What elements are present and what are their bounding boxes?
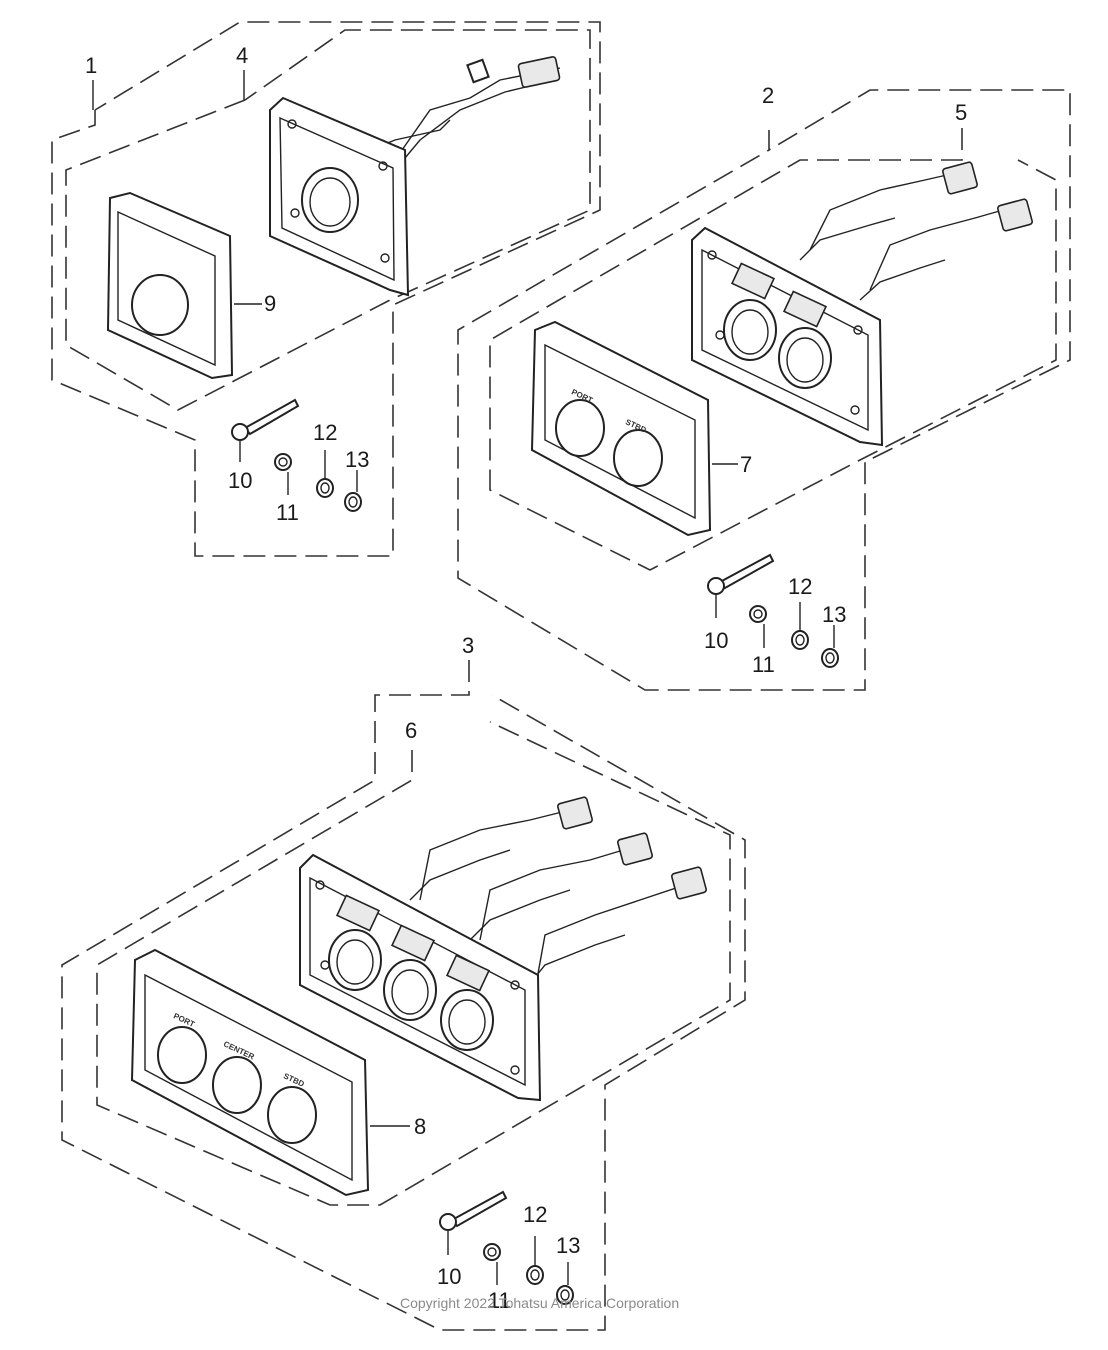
callout-2: 2 [762,83,774,108]
bezel-9-single [106,191,234,380]
fasteners-group-3 [439,1190,574,1305]
assembly-2-outline [457,89,1071,691]
callout-1: 1 [85,53,97,78]
washer-13-icon [556,1285,574,1305]
callout-12-g3: 12 [523,1202,547,1227]
connector-icon [997,198,1033,232]
fasteners-group-2 [707,553,839,668]
assembly-3-outline [61,660,746,1331]
callout-13-g2: 13 [822,602,846,627]
assembly-2-dual: PORT STBD 2 5 7 10 11 12 13 [457,83,1071,691]
washer-13-icon [821,648,839,668]
callout-7: 7 [740,452,752,477]
callout-10-g3: 10 [437,1264,461,1289]
connector-icon [557,796,593,830]
kit-4-outline [65,29,591,411]
connector-icon [671,866,707,900]
nut-11-icon [483,1243,501,1261]
callout-13-g1: 13 [345,447,369,472]
assembly-1-single: 1 4 9 10 11 12 13 [51,21,601,557]
nut-11-icon [749,605,767,623]
washer-12-icon [526,1265,544,1285]
callout-8: 8 [414,1114,426,1139]
washer-13-icon [344,492,362,512]
kit-6-outline [96,721,731,1206]
callout-9: 9 [264,291,276,316]
callout-11-g2: 11 [752,652,775,677]
callout-12-g1: 12 [313,420,337,445]
connector-icon [617,832,653,866]
callout-4: 4 [236,43,248,68]
callout-5: 5 [955,100,967,125]
connector-icon [517,56,561,88]
bezel-7-dual: PORT STBD [530,320,712,537]
assembly-1-outline [51,21,601,557]
copyright-notice: Copyright 2022 Tohatsu America Corporati… [400,1295,679,1311]
nut-11-icon [274,453,292,471]
callout-6: 6 [405,718,417,743]
switch-body-single [269,56,561,297]
fasteners-group-1 [231,398,362,512]
callout-11-g3: 11 [488,1288,511,1313]
kit-5-outline [489,128,1057,571]
washer-12-icon [316,478,334,498]
screw-10-icon [718,553,775,590]
callout-11-g1: 11 [276,500,299,525]
callout-10-g1: 10 [228,468,252,493]
switch-body-dual [691,161,1033,447]
callout-10-g2: 10 [704,628,728,653]
callout-3: 3 [462,633,474,658]
bezel-8-triple: PORT CENTER STBD [130,948,370,1197]
connector-icon [942,161,978,195]
callout-12-g2: 12 [788,574,812,599]
screw-10-icon [450,1190,508,1228]
callout-13-g3: 13 [556,1233,580,1258]
assembly-3-triple: PORT CENTER STBD 3 6 8 10 11 12 13 [61,633,746,1331]
screw-10-icon [243,398,300,436]
washer-12-icon [791,630,809,650]
switch-body-triple [299,796,707,1102]
